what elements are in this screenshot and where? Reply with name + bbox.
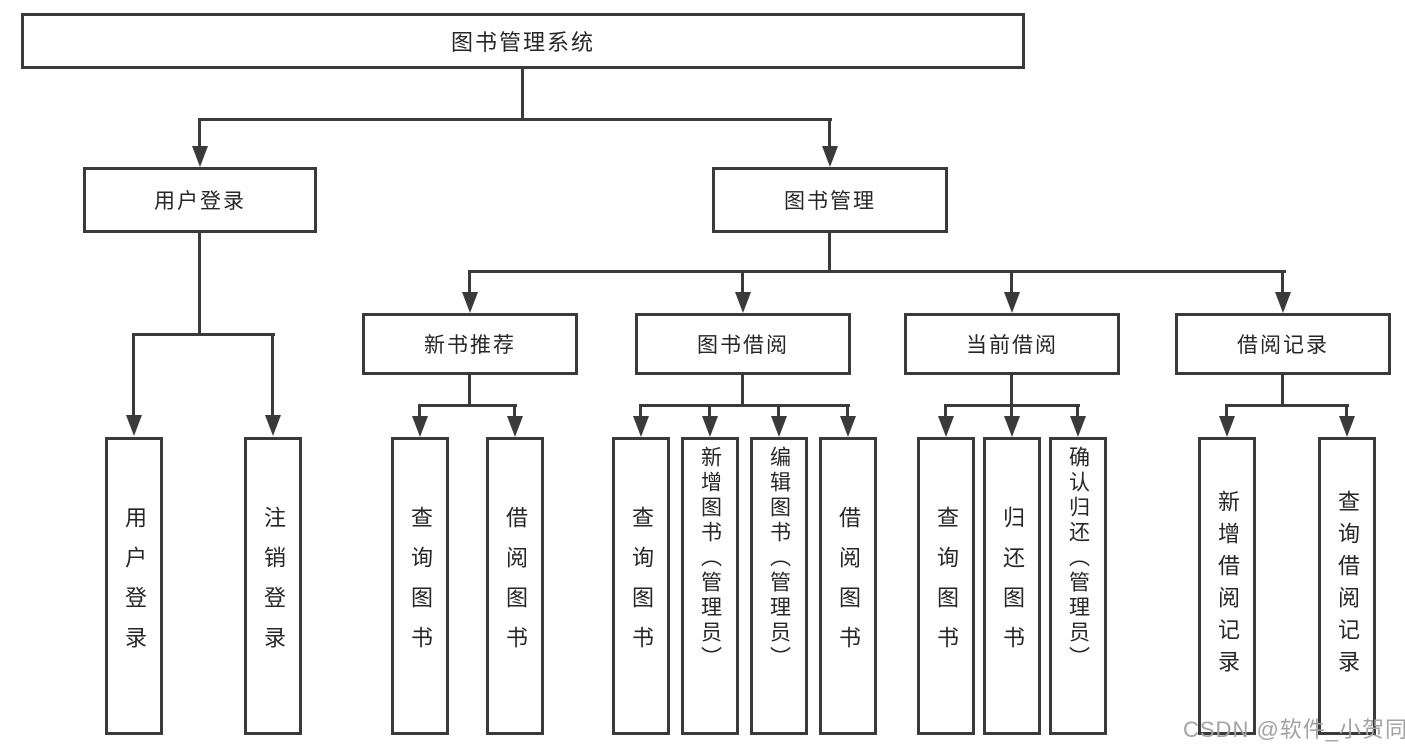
- connector-line: [132, 333, 135, 415]
- connector-line: [513, 404, 516, 417]
- arrowhead-down: [633, 416, 649, 437]
- connector-line: [198, 233, 201, 336]
- connector-line: [639, 404, 642, 417]
- leaf-label: 查询图书: [934, 506, 959, 666]
- arrowhead-down: [462, 292, 478, 313]
- arrowhead-down: [1070, 416, 1086, 437]
- connector-line: [1010, 404, 1013, 417]
- leaf-query-books-borrow: 查询图书: [612, 437, 670, 735]
- leaf-label: 新增借阅记录: [1215, 490, 1240, 682]
- connector-line: [708, 404, 711, 417]
- arrowhead-down: [1275, 292, 1291, 313]
- node-borrow-records: 借阅记录: [1175, 313, 1391, 375]
- connector-line: [828, 233, 831, 273]
- leaf-label: 借阅图书: [503, 506, 528, 666]
- node-user-login: 用户登录: [83, 167, 317, 233]
- connector-line: [1225, 404, 1228, 417]
- arrowhead-down: [1339, 416, 1355, 437]
- connector-line: [1225, 404, 1349, 407]
- connector-line: [741, 270, 744, 293]
- connector-line: [521, 69, 524, 120]
- connector-line: [639, 404, 850, 407]
- leaf-label: 查询借阅记录: [1335, 490, 1360, 682]
- leaf-borrow-books: 借阅图书: [819, 437, 877, 735]
- connector-line: [1010, 270, 1013, 293]
- leaf-label: 归还图书: [1000, 506, 1025, 666]
- connector-line: [198, 118, 832, 121]
- connector-line: [271, 333, 274, 415]
- node-library-system: 图书管理系统: [21, 13, 1025, 69]
- arrowhead-down: [1004, 292, 1020, 313]
- leaf-user-login: 用户登录: [105, 437, 163, 735]
- connector-line: [828, 118, 831, 148]
- arrowhead-down: [938, 416, 954, 437]
- leaf-query-books-recommend: 查询图书: [391, 437, 449, 735]
- arrowhead-down: [771, 416, 787, 437]
- leaf-label: 编辑图书（管理员）: [767, 446, 791, 671]
- connector-line: [846, 404, 849, 417]
- arrowhead-down: [735, 292, 751, 313]
- arrowhead-down: [702, 416, 718, 437]
- leaf-label: 新增图书（管理员）: [698, 446, 722, 671]
- leaf-return-book: 归还图书: [983, 437, 1041, 735]
- leaf-confirm-return-admin: 确认归还（管理员）: [1049, 437, 1107, 735]
- connector-line: [468, 375, 471, 407]
- leaf-label: 注销登录: [261, 506, 286, 666]
- arrowhead-down: [840, 416, 856, 437]
- connector-line: [1281, 270, 1284, 293]
- connector-line: [468, 270, 471, 293]
- leaf-label: 查询图书: [629, 506, 654, 666]
- arrowhead-down: [126, 415, 142, 436]
- node-current-borrow: 当前借阅: [904, 313, 1120, 375]
- connector-line: [198, 118, 201, 148]
- leaf-edit-book-admin: 编辑图书（管理员）: [750, 437, 808, 735]
- connector-line: [1345, 404, 1348, 417]
- connector-line: [1076, 404, 1079, 417]
- leaf-add-book-admin: 新增图书（管理员）: [681, 437, 739, 735]
- connector-line: [777, 404, 780, 417]
- leaf-label: 用户登录: [122, 506, 147, 666]
- connector-line: [132, 333, 275, 336]
- arrowhead-down: [265, 415, 281, 436]
- arrowhead-down: [822, 146, 838, 167]
- leaf-query-borrow-record: 查询借阅记录: [1318, 437, 1376, 735]
- leaf-label: 借阅图书: [836, 506, 861, 666]
- csdn-watermark: CSDN @软件_小贺同学: [1183, 717, 1405, 742]
- connector-line: [944, 404, 947, 417]
- arrowhead-down: [412, 416, 428, 437]
- connector-line: [418, 404, 421, 417]
- arrowhead-down: [1219, 416, 1235, 437]
- leaf-borrow-books-recommend: 借阅图书: [486, 437, 544, 735]
- leaf-label: 确认归还（管理员）: [1066, 446, 1090, 671]
- node-new-book-recommend: 新书推荐: [362, 313, 578, 375]
- arrowhead-down: [1004, 416, 1020, 437]
- connector-line: [1281, 375, 1284, 407]
- connector-line: [1010, 375, 1013, 407]
- connector-line: [468, 270, 1286, 273]
- arrowhead-down: [507, 416, 523, 437]
- connector-line: [741, 375, 744, 407]
- leaf-add-borrow-record: 新增借阅记录: [1198, 437, 1256, 735]
- node-book-borrow: 图书借阅: [635, 313, 851, 375]
- leaf-label: 查询图书: [408, 506, 433, 666]
- connector-line: [418, 404, 517, 407]
- node-book-management: 图书管理: [712, 167, 948, 233]
- leaf-query-books-current: 查询图书: [917, 437, 975, 735]
- arrowhead-down: [192, 146, 208, 167]
- leaf-logout: 注销登录: [244, 437, 302, 735]
